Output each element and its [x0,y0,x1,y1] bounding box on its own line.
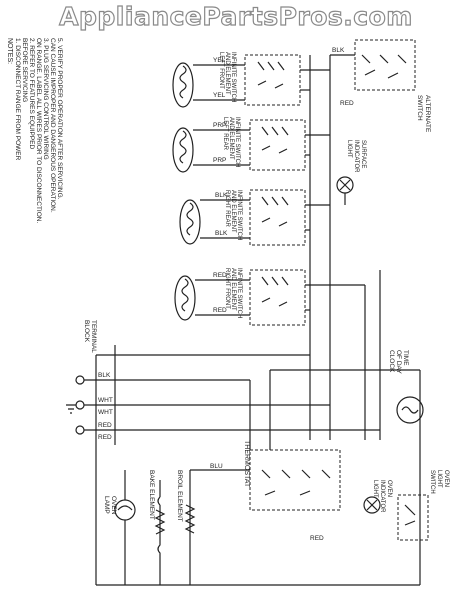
notes-line: 1. DISCONNECT RANGE FROM POWER [14,38,21,161]
oven-light-switch: OVEN LIGHT SWITCH [397,470,449,541]
switch-box [249,189,306,246]
wire-label: BLK [98,372,111,379]
broil-element: BROIL ELEMENT [176,469,250,585]
switch-contacts [257,61,289,307]
surface-light-label: INDICATOR [353,140,359,173]
oven-lamp-label: LAMP [103,496,110,514]
light-switch-label: OVEN [443,470,449,487]
switch-label: AND ELEMENT [230,268,236,311]
switch-row-left-rear: PRP PRP INFINITE SWITCH AND ELEMENT LEFT… [172,117,330,173]
wire-label: BLU [210,463,223,470]
switch-label: LEFT REAR [222,117,228,151]
surface-light-label: LIGHT [346,140,352,158]
switch-box [244,54,301,106]
switch-row-right-rear: BLK BLK INFINITE SWITCH AND ELEMENT RIGH… [179,189,330,246]
clock-label: CLOCK [388,350,395,373]
ground-icon [66,404,76,414]
bake-element: BAKE ELEMENT [148,470,166,585]
switch-label: INFINITE SWITCH [236,190,242,240]
switch-label: RIGHT REAR [224,190,230,228]
wire-label: WHT [98,397,113,404]
oven-light-label: LIGHT [372,480,378,498]
surface-indicator-light: SURFACE INDICATOR LIGHT [336,140,366,205]
broil-element-label: BROIL ELEMENT [176,470,183,522]
oven-lamp: OVEN LAMP [103,470,136,585]
thermostat: THERMOSTAT BLU RED [210,440,341,542]
bake-element-label: BAKE ELEMENT [148,470,155,520]
element-coil-icon [174,275,196,321]
switch-label: RIGHT FRONT [224,268,230,309]
wire-label: RED [340,100,354,107]
wire-label: YEL [213,92,226,99]
oven-light-label: INDICATOR [379,480,385,513]
alternate-switch-label: SWITCH [416,95,423,121]
wire-label: PRP [213,157,226,164]
clock-label: OF DAY [395,350,402,374]
oven-light-label: OVEN [386,480,392,497]
wire-label: RED [213,272,227,279]
wire-label: RED [98,422,112,429]
wire-label: BLK [215,192,228,199]
oven-lamp-label: OVEN [110,496,117,515]
notes-line: 3. PLUG SERVICING CONTROL WIRING [42,38,49,160]
bake-element-icon [157,496,161,555]
clock-label: TIME [402,350,409,366]
oven-indicator-light: OVEN INDICATOR LIGHT [363,480,392,514]
alternate-switch: ALTERNATE SWITCH BLK RED [330,39,431,133]
switch-label: INFINITE SWITCH [236,268,242,318]
switch-label: AND ELEMENT [224,52,230,95]
switch-label: LEFT FRONT [218,52,224,89]
notes-title: NOTES: [6,38,13,64]
switch-label: INFINITE SWITCH [234,117,240,167]
alternate-switch-label: ALTERNATE [424,95,431,133]
time-of-day-clock: TIME OF DAY CLOCK [388,350,424,424]
thermostat-label: THERMOSTAT [243,440,250,488]
wire-label: PRP [213,122,226,129]
terminal-screw-icon [75,375,85,385]
wire-label: WHT [98,409,113,416]
wire-label: YEL [213,57,226,64]
switch-box [249,269,306,326]
switch-label: AND ELEMENT [228,117,234,160]
wire-label: RED [213,307,227,314]
light-switch-label: SWITCH [429,470,435,494]
notes-line: 5. VERIFY PROPER OPERATION AFTER SERVICI… [56,38,63,200]
notes-line: CAN CAUSE IMPROPER AND DANGEROUS OPERATI… [49,38,56,213]
terminal-screw-icon [75,400,85,410]
terminal-block-label: TERMINAL [90,320,97,353]
element-coil-icon [179,199,201,245]
wire-label: RED [98,434,112,441]
element-coil-icon [172,127,194,173]
terminal-block: TERMINAL BLOCK BLK WHT WHT RED RED [66,320,115,441]
clock-motor-icon [396,396,424,424]
terminal-block-label: BLOCK [83,320,90,343]
wire-label: BLK [332,47,345,54]
notes-line: 2. REFER TO FEATURES EQUIPPED [28,38,35,150]
bus-wires [95,55,421,586]
element-coil-icon [172,62,194,108]
terminal-screw-icon [75,425,85,435]
surface-light-label: SURFACE [360,140,366,168]
switch-label: AND ELEMENT [230,190,236,233]
notes-line: ON RANGE. LABEL ALL WIRES PRIOR TO DISCO… [35,38,42,223]
wire-label: BLK [215,230,228,237]
switch-row-right-front: RED RED INFINITE SWITCH AND ELEMENT RIGH… [174,268,365,326]
notes-block: NOTES: 1. DISCONNECT RANGE FROM POWER BE… [6,38,63,223]
light-switch-label: LIGHT [436,470,442,488]
switch-box [249,119,306,171]
switch-row-left-front: YEL YEL INFINITE SWITCH AND ELEMENT LEFT… [172,52,330,108]
wire-label: RED [310,535,324,542]
notes-line: BEFORE SERVICING [21,38,28,102]
switch-label: INFINITE SWITCH [230,52,236,102]
